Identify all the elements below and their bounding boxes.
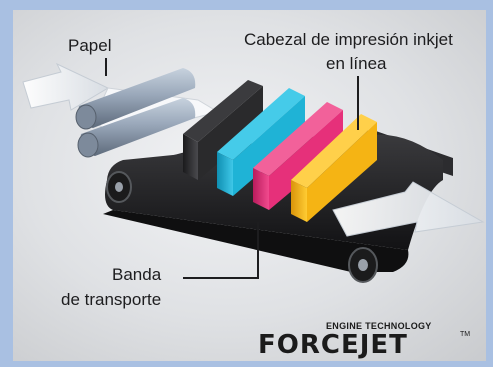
belt-label-line1: Banda: [112, 265, 162, 284]
belt-label-line2: de transporte: [61, 290, 162, 309]
print-head-label-line2: en línea: [326, 54, 387, 73]
input-arrow: [22, 62, 110, 111]
paper-rollers: [75, 68, 196, 158]
print-heads: [183, 80, 377, 222]
print-head-label-line1: Cabezal de impresión inkjet: [244, 30, 453, 49]
print-head-cyan: [217, 88, 305, 196]
print-head-black: [183, 80, 263, 180]
logo-trademark: TM: [460, 331, 471, 338]
printer-illustration: [22, 58, 485, 283]
logo-tagline: ENGINE TECHNOLOGY: [326, 321, 432, 331]
belt-underside: [103, 210, 409, 272]
paper-label: Papel: [68, 36, 112, 55]
belt-leader-line: [183, 222, 259, 279]
output-arrow: [332, 181, 485, 237]
diagram-panel: Papel Cabezal de impresión inkjet en lín…: [13, 10, 486, 361]
print-head-magenta: [253, 102, 343, 210]
logo-wordmark: FORCEJET: [258, 330, 408, 360]
print-head-yellow: [291, 114, 377, 222]
belt-rollers: [106, 171, 378, 283]
leader-lines: [105, 58, 359, 279]
